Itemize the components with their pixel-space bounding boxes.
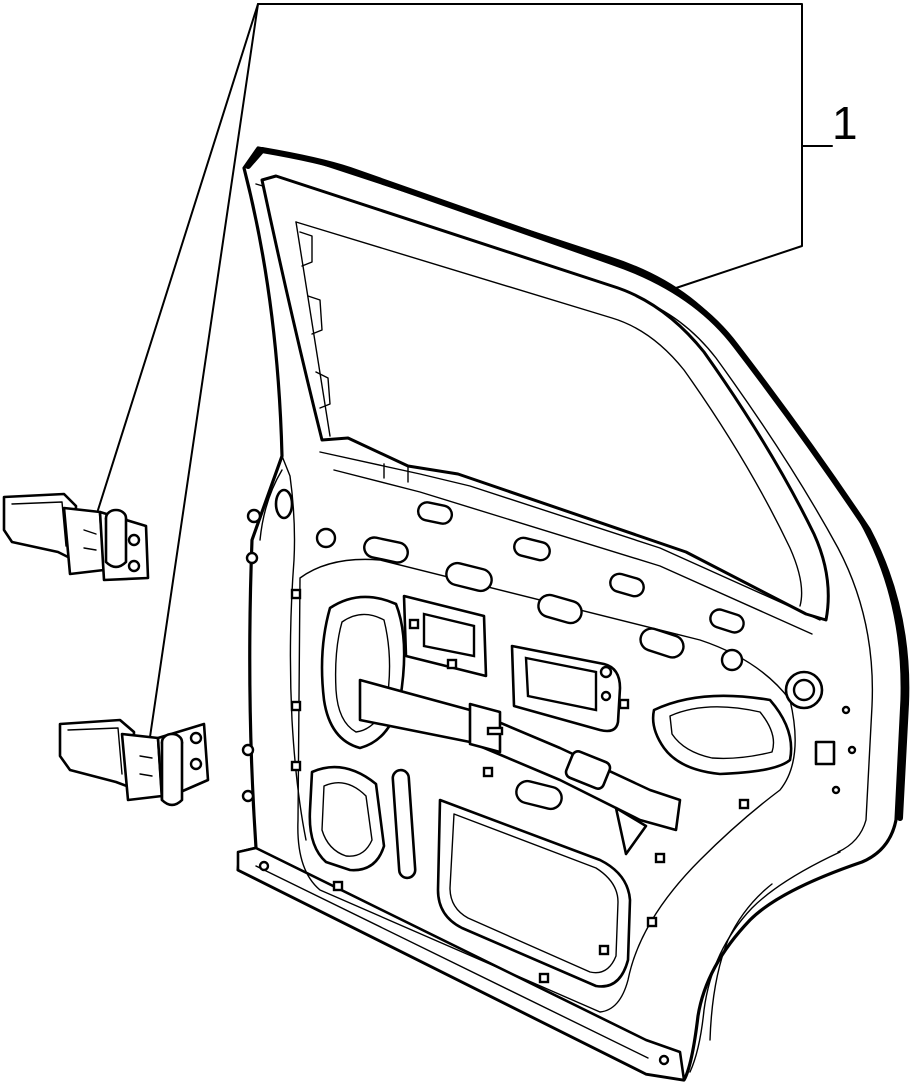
upper-door-hinge (2, 492, 150, 582)
door-shell (236, 146, 910, 1082)
callout-number: 1 (832, 97, 858, 149)
lower-door-hinge (58, 718, 210, 807)
callout-bracket (97, 3, 833, 738)
